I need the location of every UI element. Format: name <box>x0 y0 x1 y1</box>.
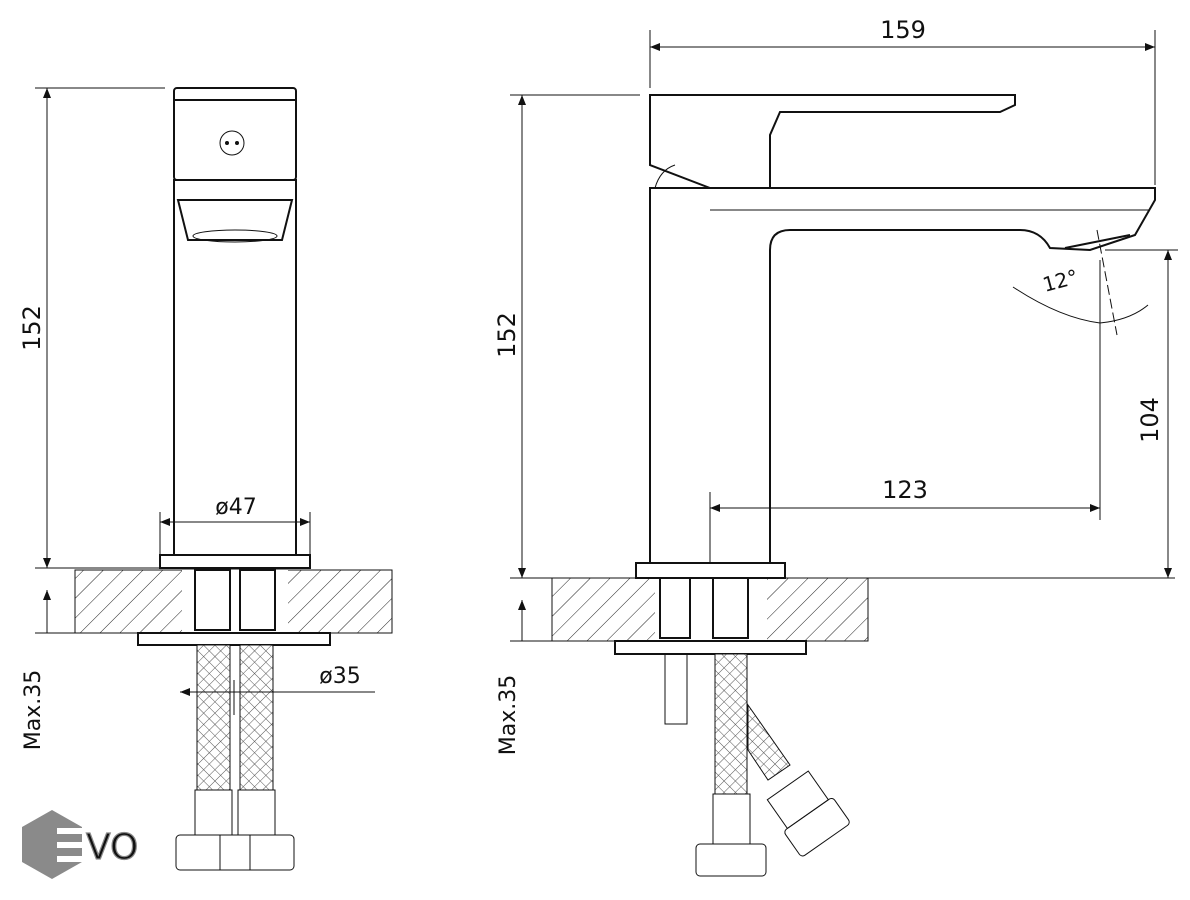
base-plate-side <box>635 562 786 579</box>
logo-text: VO <box>86 827 138 868</box>
faucet-body-side <box>649 187 1156 564</box>
dim-body-diameter: ø47 <box>215 495 256 520</box>
dim-height-front: 152 <box>18 305 46 351</box>
dim-max-side: Max.35 <box>496 675 521 755</box>
mounting-plate <box>137 632 331 646</box>
dim-overall-length: 159 <box>880 16 926 44</box>
hose-left <box>196 644 231 791</box>
dim-hole-diameter: ø35 <box>319 664 360 689</box>
dim-max-front: Max.35 <box>21 670 46 750</box>
dim-height-side: 152 <box>493 312 521 358</box>
dim-spout-reach: 123 <box>882 476 928 504</box>
handle-front <box>173 87 297 181</box>
dim-spout-angle: 12° <box>1040 264 1080 296</box>
base-plate-front <box>159 554 311 569</box>
evo-logo: VO <box>22 810 139 879</box>
hose-right <box>239 644 274 791</box>
aerator <box>176 199 294 241</box>
side-view: 159 152 Max.35 104 123 12° <box>493 16 1178 877</box>
front-view: 152 Max.35 ø47 ø35 <box>18 87 393 871</box>
handle-lever <box>649 94 1016 189</box>
hose-nut <box>175 834 295 871</box>
dim-spout-height: 104 <box>1136 397 1164 443</box>
